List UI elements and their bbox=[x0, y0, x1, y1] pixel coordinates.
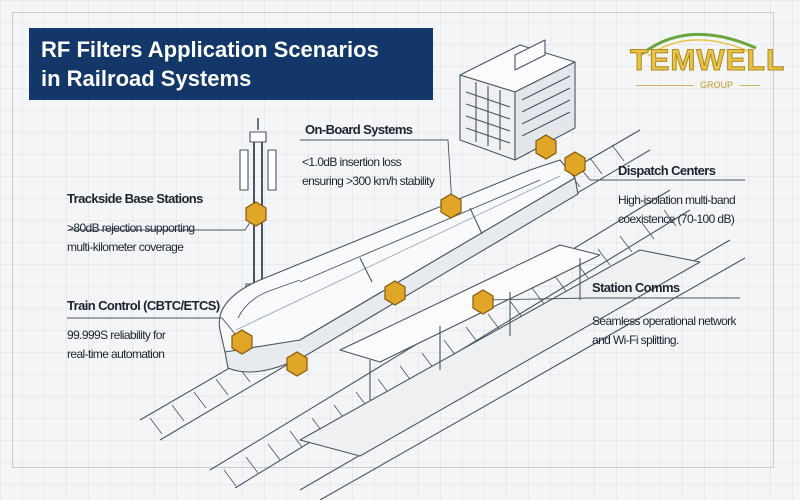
temwell-logo: TEMWELL GROUP bbox=[628, 22, 785, 108]
onboard-heading: On-Board Systems bbox=[305, 122, 413, 137]
filter-node-icon bbox=[535, 134, 557, 160]
station-comms-heading: Station Comms bbox=[592, 280, 680, 295]
trackside-line-1: >80dB rejection supporting bbox=[67, 221, 195, 235]
filter-node-icon bbox=[564, 151, 586, 177]
logo-rule-right bbox=[740, 85, 760, 86]
logo-group: GROUP bbox=[700, 80, 734, 90]
title-box: RF Filters Application Scenarios in Rail… bbox=[29, 28, 433, 100]
onboard-line-1: <1.0dB insertion loss bbox=[302, 155, 402, 169]
logo-rule-left bbox=[636, 85, 694, 86]
filter-node-icon bbox=[384, 280, 406, 306]
dispatch-building-icon bbox=[459, 39, 576, 161]
station-platform-icon bbox=[299, 244, 701, 457]
dispatch-line-1: High-isolation multi-band bbox=[618, 193, 736, 207]
filter-node-icon bbox=[245, 201, 267, 227]
train-control-line-1: 99.999S reliability for bbox=[67, 328, 166, 342]
title-line-2: in Railroad Systems bbox=[41, 66, 252, 91]
filter-node-icon bbox=[286, 351, 308, 377]
trackside-heading: Trackside Base Stations bbox=[67, 191, 203, 206]
filter-node-icon bbox=[440, 193, 462, 219]
trackside-line-2: multi-kilometer coverage bbox=[67, 240, 184, 254]
train-control-heading: Train Control (CBTC/ETCS) bbox=[67, 298, 220, 313]
station-comms-line-1: Seamless operational network bbox=[592, 314, 737, 328]
station-comms-line-2: and Wi-Fi splitting. bbox=[592, 333, 679, 347]
logo-brand: TEMWELL bbox=[629, 44, 786, 78]
page-frame bbox=[12, 12, 774, 468]
train-control-line-2: real-time automation bbox=[67, 347, 165, 361]
filter-node-icon bbox=[231, 329, 253, 355]
onboard-line-2: ensuring >300 km/h stability bbox=[302, 174, 435, 188]
title-line-1: RF Filters Application Scenarios bbox=[41, 37, 379, 62]
dispatch-heading: Dispatch Centers bbox=[618, 163, 716, 178]
high-speed-train-icon bbox=[218, 159, 579, 373]
dispatch-line-2: coexistence (70-100 dB) bbox=[618, 212, 735, 226]
logo-arc-icon bbox=[641, 32, 757, 57]
rf-filter-nodes bbox=[231, 134, 586, 377]
filter-node-icon bbox=[472, 289, 494, 315]
